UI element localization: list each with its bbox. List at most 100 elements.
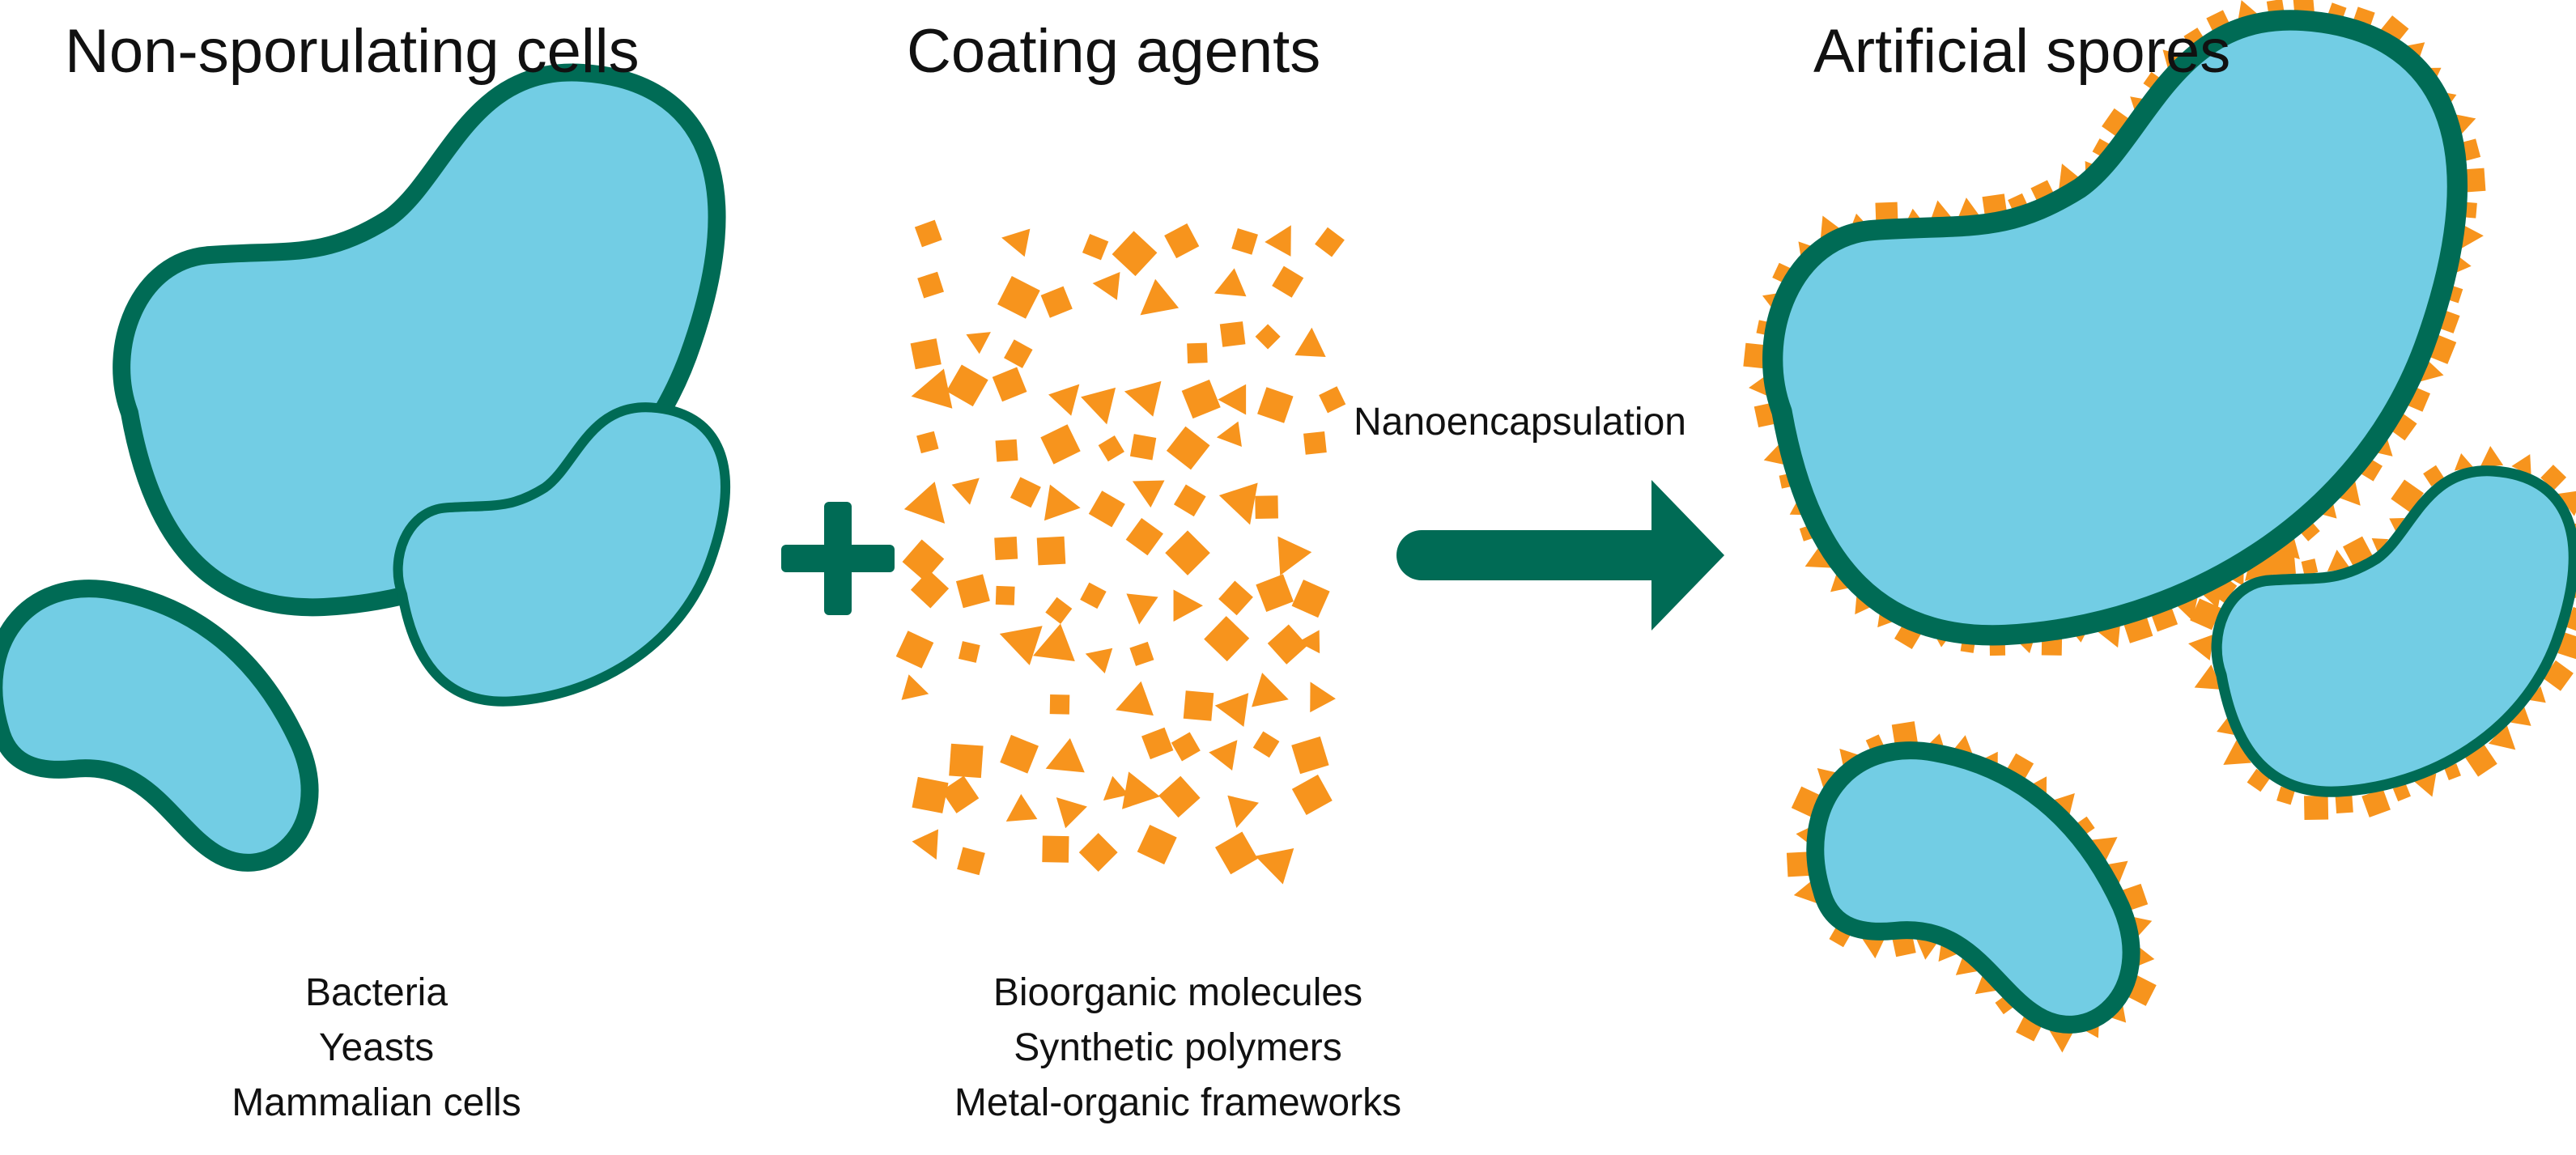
heading-coating: Coating agents <box>907 17 1321 86</box>
coating-particle-square <box>958 641 980 663</box>
coating-item-1: Bioorganic molecules <box>993 971 1363 1014</box>
coating-particle-square <box>1129 641 1154 666</box>
coating-particle-square <box>1125 517 1163 556</box>
coating-particle-square <box>1080 582 1107 609</box>
coating-particle-triangle <box>1265 225 1291 257</box>
coating-particle-square <box>1042 835 1069 863</box>
coating-particle-square <box>1036 536 1066 566</box>
cell-bottom <box>0 588 310 863</box>
coating-particle-square <box>1291 736 1329 775</box>
coating-particle-square <box>1078 833 1118 873</box>
coating-particle-square <box>1004 339 1033 368</box>
coating-particle-square <box>1129 434 1157 461</box>
coating-spike-square <box>2565 606 2576 635</box>
coating-spike-triangle <box>2511 454 2531 477</box>
cells-list: Bacteria Yeasts Mammalian cells <box>186 966 567 1131</box>
coating-particle-square <box>1141 727 1174 760</box>
coating-particle-triangle <box>1122 771 1160 809</box>
coating-particle-triangle <box>1216 421 1242 447</box>
coating-particle-square <box>1040 424 1081 465</box>
coating-spike-triangle <box>2480 445 2504 467</box>
coating-particle-triangle <box>1032 623 1075 661</box>
coating-particle-square <box>957 847 985 876</box>
coating-particle-triangle <box>912 829 939 860</box>
coating-particle-triangle <box>1255 848 1294 885</box>
coating-particle-triangle <box>1252 673 1289 707</box>
coating-spike-triangle <box>2188 634 2214 660</box>
coating-particle-square <box>1158 775 1201 818</box>
coating-particle-triangle <box>1214 693 1249 727</box>
coating-particle-square <box>1010 477 1041 508</box>
coating-particle-triangle <box>1124 380 1162 417</box>
coating-particle-square <box>1183 690 1214 721</box>
coating-particle-triangle <box>1116 681 1154 716</box>
coating-spike-triangle <box>2510 706 2531 726</box>
coating-particle-square <box>1257 387 1294 423</box>
coating-particle-square <box>1291 580 1330 618</box>
coating-particle-triangle <box>1081 387 1116 425</box>
coating-particle-triangle <box>1294 327 1326 358</box>
artificial-spores-group <box>1773 20 2574 1025</box>
coating-spike-triangle <box>2371 537 2389 554</box>
coating-particle-triangle <box>1173 589 1203 622</box>
coating-particle-square <box>1049 694 1070 715</box>
coating-particle-square <box>941 775 980 813</box>
coating-particle-triangle <box>1132 480 1165 508</box>
coating-spike-square <box>2304 795 2329 820</box>
coating-particle-square <box>1256 574 1294 612</box>
coating-particle-square <box>1040 286 1073 318</box>
coating-spike-square <box>2557 632 2576 660</box>
coating-particle-square <box>895 631 934 669</box>
coating-item-2: Synthetic polymers <box>1014 1026 1342 1069</box>
coating-spike-triangle <box>2194 665 2223 690</box>
coating-spike-triangle <box>2050 793 2075 818</box>
process-arrow-icon <box>1396 480 1724 631</box>
coating-spike-triangle <box>1975 970 2000 995</box>
coating-particle-square <box>1112 231 1158 277</box>
coating-spike-square <box>1891 721 1919 748</box>
coating-spike-triangle <box>1955 952 1981 975</box>
coating-particle-square <box>902 539 945 582</box>
coating-particle-triangle <box>999 626 1043 665</box>
coating-particle-triangle <box>1005 793 1038 822</box>
coating-particle-triangle <box>1277 536 1312 576</box>
coating-spike-square <box>2276 786 2295 805</box>
coating-particle-square <box>1164 223 1200 259</box>
coating-spike-square <box>2271 550 2296 576</box>
coating-spike-square <box>2342 536 2373 567</box>
plus-icon <box>781 502 895 615</box>
heading-cells: Non-sporulating cells <box>65 17 640 86</box>
coating-particle-square <box>1171 732 1201 762</box>
non-sporulating-cells-group <box>0 72 725 862</box>
coating-particle-square <box>1255 495 1278 519</box>
coating-spike-triangle <box>2413 773 2437 797</box>
coating-particle-square <box>1267 624 1308 665</box>
coating-particle-square <box>1045 597 1073 624</box>
coating-particle-triangle <box>1140 278 1180 316</box>
coating-particle-triangle <box>1044 484 1081 521</box>
coating-particle-square <box>949 743 984 779</box>
coating-particle-square <box>1173 484 1206 517</box>
coating-particle-square <box>1272 265 1304 298</box>
cells-item-1: Bacteria <box>304 971 448 1014</box>
heading-spores: Artificial spores <box>1813 17 2231 86</box>
coating-particle-square <box>1231 228 1258 255</box>
coating-particle-square <box>1291 775 1333 815</box>
coating-particle-square <box>995 439 1018 462</box>
coating-particle-triangle <box>1103 775 1129 801</box>
coating-spike-triangle <box>2488 724 2516 750</box>
coating-particle-square <box>1315 227 1345 257</box>
coating-spike-triangle <box>2223 740 2251 766</box>
coating-spike-triangle <box>2327 550 2351 571</box>
coating-particle-triangle <box>901 674 929 700</box>
coating-particle-triangle <box>966 332 991 355</box>
coating-spike-square <box>2301 558 2319 575</box>
coating-list: Bioorganic molecules Synthetic polymers … <box>891 966 1465 1131</box>
coating-particle-triangle <box>1126 593 1158 625</box>
coating-particle-square <box>955 574 990 609</box>
coating-particle-triangle <box>1214 268 1247 297</box>
coating-particle-triangle <box>1218 384 1247 415</box>
coating-particle-square <box>946 364 988 407</box>
